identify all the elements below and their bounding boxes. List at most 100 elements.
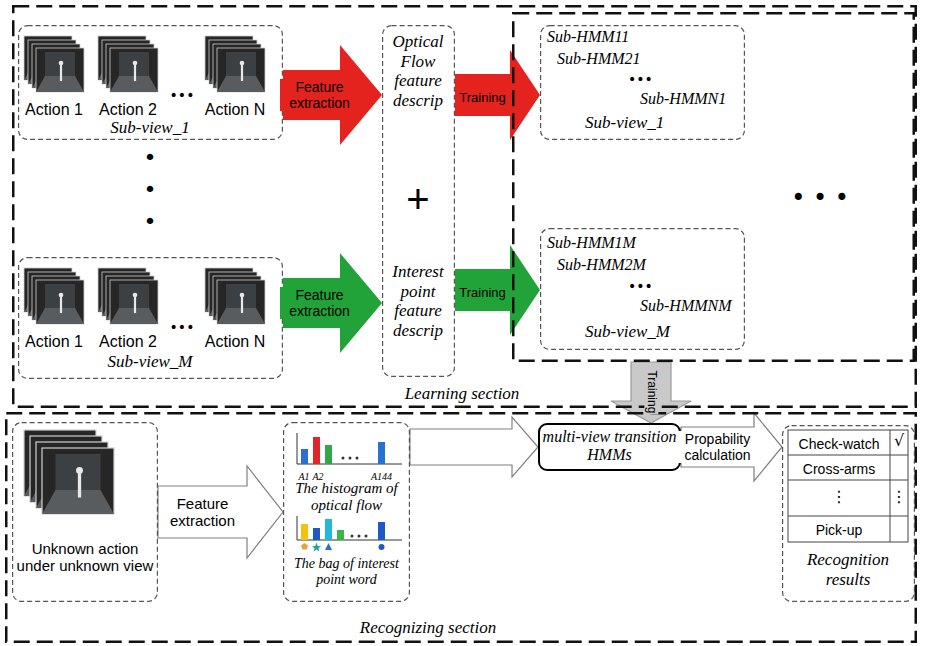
arrow-label: Feature extraction	[280, 79, 360, 111]
node-text-slot: Optical Flow feature descrip	[383, 32, 453, 110]
node-text-slot: Action 2	[88, 333, 168, 351]
node-text: Pick-up	[816, 522, 863, 538]
box-border	[541, 229, 745, 350]
arrow-label-slot: Feature extraction	[280, 287, 360, 320]
video-frames	[205, 36, 265, 92]
node-text: Optical Flow feature descrip	[383, 32, 453, 110]
block-arrow	[410, 417, 538, 477]
box-outline	[12, 422, 158, 602]
hmm-group-box: Sub-HMM11Sub-HMM21 ••• Sub-HMMN1Sub-view_1	[540, 25, 745, 140]
node-text-slot: Cross-arms	[789, 460, 889, 478]
node-text-slot: Learning section	[352, 384, 572, 404]
process-box: multi-view transition HMMs	[538, 423, 681, 471]
node-text-slot: Unknown action under unknown view	[14, 540, 156, 575]
view-group-box: Action 1 Action 2 •••Action N Sub-view_1	[18, 25, 283, 140]
node-text: Action N	[205, 333, 265, 351]
node-text-slot: Pick-up	[789, 521, 889, 539]
node-text-slot: •••	[162, 86, 202, 104]
section-frame: Recognizing section Unknown action under …	[5, 412, 917, 643]
video-frames	[205, 268, 265, 324]
node-text-slot: Action N	[195, 101, 275, 119]
feature-box: A1A2A144The histogram of optical flowThe…	[283, 422, 410, 602]
arrow-label-slot: Feature extraction	[280, 79, 360, 112]
bag-of-words-chart	[297, 516, 402, 552]
node-text: ⋮	[891, 488, 907, 506]
node-text: The histogram of optical flow	[286, 480, 408, 515]
ellipsis-dots-slot: •	[135, 177, 165, 202]
node-text: Check-watch	[799, 436, 880, 452]
section-frame: Learning sectionAction 1Action 2•••Actio…	[12, 5, 917, 408]
node-text: Sub-HMM11	[547, 28, 629, 46]
box-border	[6, 413, 916, 642]
node-text: Recognizing section	[360, 618, 496, 638]
node-text-slot: Sub-view_1	[80, 118, 220, 138]
node-text: •••	[170, 87, 195, 103]
node-text: Action 2	[99, 101, 157, 119]
node-text: multi-view transition HMMs	[542, 428, 678, 465]
node-text-slot: Action N	[195, 333, 275, 351]
box-border	[19, 26, 283, 140]
node-text: •••	[170, 319, 195, 335]
node-text-slot: Sub-HMM21	[557, 50, 737, 68]
node-text-slot: ⋮	[890, 488, 908, 506]
node-text-slot: Sub-view_M	[80, 352, 220, 372]
ellipsis-dots: • • •	[791, 185, 849, 213]
arrow-label: Feature extraction	[280, 287, 360, 319]
arrow-label: Propability calculation	[678, 431, 758, 463]
box-outline	[5, 412, 917, 643]
arrow-label-slot: Training	[453, 88, 513, 106]
node-text: Sub-HMM2M	[557, 256, 646, 274]
node-text: Learning section	[405, 384, 520, 404]
node-text-slot: √	[890, 432, 908, 450]
node-text-slot: •••	[628, 277, 688, 295]
node-text: Interest point feature descrip	[383, 262, 453, 340]
video-frames	[98, 268, 158, 324]
node-text: Sub-HMMN1	[640, 90, 726, 108]
node-text-slot: multi-view transition HMMs	[542, 428, 678, 465]
node-text-slot: The histogram of optical flow	[286, 480, 408, 515]
node-text-slot: Sub-view_1	[585, 113, 735, 133]
node-text: Sub-view_M	[108, 352, 193, 372]
block-arrow	[455, 245, 540, 335]
arrow-label: Feature extraction	[163, 495, 243, 530]
ellipsis-dots-slot: •	[135, 145, 165, 170]
node-text-slot: •••	[162, 318, 202, 336]
video-frames	[98, 36, 158, 92]
box-border	[383, 26, 455, 377]
node-text: Cross-arms	[803, 461, 875, 477]
node-text-slot: +	[398, 176, 438, 222]
box-border	[284, 423, 410, 602]
node-text: Action 1	[25, 101, 83, 119]
node-text: Sub-view_1	[110, 118, 189, 138]
feature-box: Optical Flow feature descrip + Interest po…	[382, 25, 455, 377]
node-text: Sub-HMM21	[557, 50, 641, 68]
input-box: Unknown action under unknown view	[12, 422, 158, 602]
box-border	[13, 423, 158, 602]
model-group-frame: Sub-HMM11Sub-HMM21 ••• Sub-HMMN1Sub-view_1…	[512, 12, 915, 362]
node-text: Sub-view_M	[585, 322, 670, 342]
node-text: Sub-HMM1M	[547, 234, 636, 252]
node-text-slot: Check-watch	[789, 435, 889, 453]
box-border	[541, 26, 745, 140]
node-text-slot: The bag of interest point word	[286, 556, 408, 588]
ellipsis-dots-slot: •	[135, 209, 165, 234]
box-border	[539, 424, 680, 470]
histogram-chart	[297, 433, 402, 464]
box-border	[783, 426, 915, 602]
results-table: Check-watch √ Cross-arms ⋮ ⋮ Pick-upRecogniti…	[782, 425, 915, 602]
box-border	[513, 13, 914, 361]
ellipsis-dots: •	[144, 177, 157, 202]
node-text-slot: Sub-HMMN1	[640, 90, 740, 108]
results-grid	[788, 430, 908, 542]
box-border	[19, 258, 283, 379]
node-text: Recognition results	[786, 550, 910, 589]
node-text: •••	[628, 71, 653, 87]
node-text: Action 1	[25, 333, 83, 351]
node-text-slot: Action 1	[14, 101, 94, 119]
arrow-label-slot: Propability calculation	[678, 431, 758, 464]
node-text-slot: Recognition results	[786, 550, 910, 589]
node-text: ⋮	[831, 488, 847, 506]
node-text-slot: Action 2	[88, 101, 168, 119]
node-text: Sub-view_1	[585, 113, 664, 133]
node-text-slot: Sub-HMM1M	[547, 234, 727, 252]
